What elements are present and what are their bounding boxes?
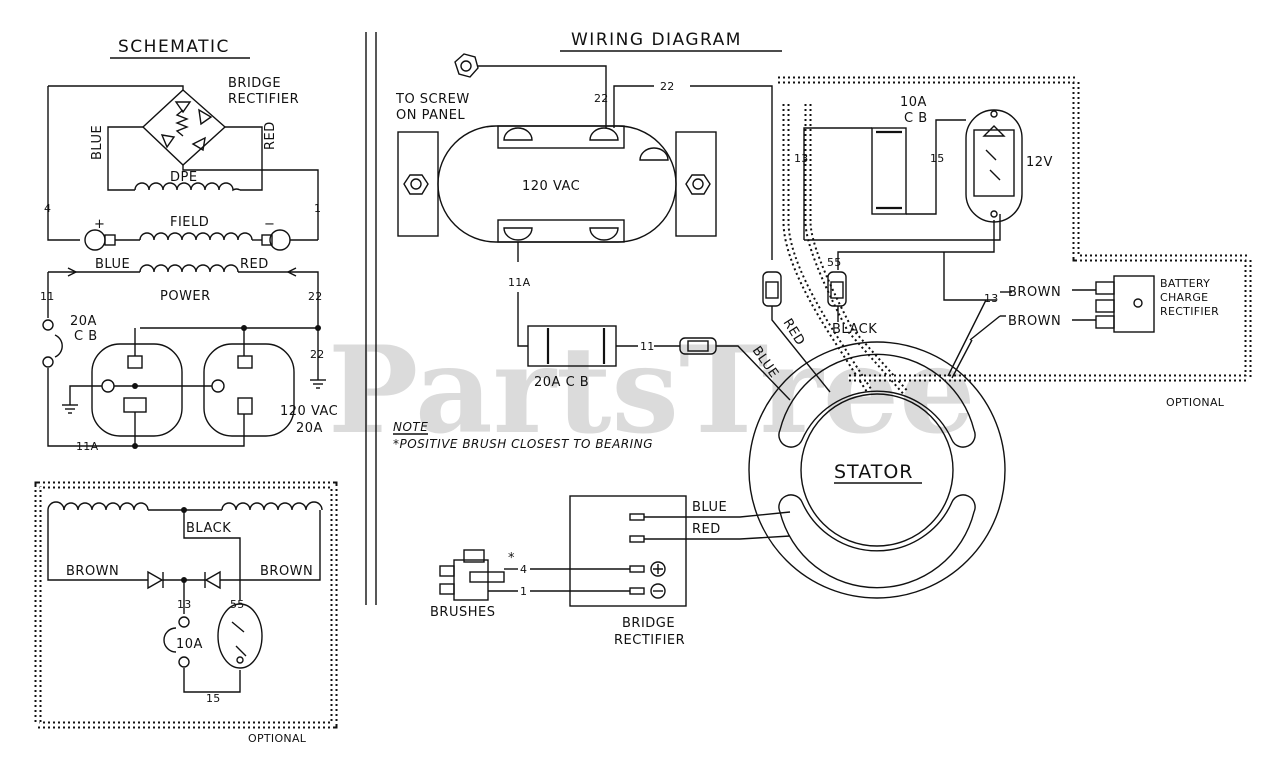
wire xyxy=(48,85,184,90)
brush-assembly xyxy=(439,549,505,601)
circuit-breaker-symbol xyxy=(54,334,63,358)
cb-label: C B xyxy=(904,111,928,126)
optional-border xyxy=(34,481,338,729)
wire-color-label: BLACK xyxy=(832,322,877,337)
wire-number: 22 xyxy=(660,80,675,93)
power-coil xyxy=(139,264,239,273)
battery-rectifier-label: BATTERY xyxy=(1160,277,1210,290)
ground-symbol xyxy=(62,404,78,414)
receptacle-12v xyxy=(965,109,1023,223)
minus-label: − xyxy=(264,217,275,232)
wire-color-label: BROWN xyxy=(260,564,313,579)
bridge-rectifier-label: BRIDGE xyxy=(228,76,281,91)
wire-number: 4 xyxy=(520,563,527,576)
wire-color-label: BLUE xyxy=(95,257,130,272)
vac-label: 120 VAC xyxy=(280,404,338,419)
brush-positive xyxy=(84,229,106,251)
wire-color-label: BLACK xyxy=(186,521,231,536)
circuit-breaker-10a xyxy=(871,127,907,215)
wire-number: 13 xyxy=(794,152,809,165)
power-label: POWER xyxy=(160,289,211,304)
wire-color-label: BROWN xyxy=(1008,285,1061,300)
wire-color-label: BLUE xyxy=(90,125,105,160)
to-screw-label: ON PANEL xyxy=(396,108,465,123)
cb-label: 10A xyxy=(176,637,203,652)
wire-number: 13 xyxy=(984,292,999,305)
diode-symbol xyxy=(147,570,164,590)
voltage-label: 12V xyxy=(1026,155,1053,170)
wire-color-label: RED xyxy=(692,522,721,537)
wire-number: 13 xyxy=(177,598,192,611)
stator xyxy=(748,341,1006,599)
brush-negative xyxy=(269,229,291,251)
wire-number: 15 xyxy=(930,152,945,165)
optional-coil-right xyxy=(221,501,323,511)
cb-label: C B xyxy=(74,329,98,344)
wire xyxy=(225,126,263,191)
dpe-label: DPE xyxy=(170,170,198,185)
wire-color-label: RED xyxy=(263,121,278,150)
circuit-breaker-symbol xyxy=(163,627,177,653)
wire-number: 11 xyxy=(640,340,655,353)
wire-number: 1 xyxy=(520,585,527,598)
wiring-title: WIRING DIAGRAM xyxy=(571,30,742,50)
inline-connector xyxy=(827,271,847,307)
wire-color-label: BROWN xyxy=(1008,314,1061,329)
receptacle-plate xyxy=(397,125,717,243)
wire-number: 11A xyxy=(508,276,531,289)
note-text: *POSITIVE BRUSH CLOSEST TO BEARING xyxy=(393,437,653,451)
wire-color-label: RED xyxy=(240,257,269,272)
wire-number: 11 xyxy=(40,290,55,303)
schematic-title: SCHEMATIC xyxy=(118,37,230,57)
vac-label: 20A xyxy=(296,421,323,436)
wire-number: 15 xyxy=(206,692,221,705)
wire-number: 55 xyxy=(827,256,842,269)
brushes-label: BRUSHES xyxy=(430,605,495,620)
diode-symbol xyxy=(204,570,221,590)
cb-label: 20A C B xyxy=(534,375,589,390)
wire xyxy=(182,165,319,240)
bridge-rectifier-label: RECTIFIER xyxy=(228,92,299,107)
wire-number: 4 xyxy=(44,202,51,215)
battery-rectifier-label: CHARGE xyxy=(1160,291,1208,304)
to-screw-label: TO SCREW xyxy=(395,92,470,107)
wire-number: 22 xyxy=(594,92,609,105)
cb-label: 10A xyxy=(900,95,927,110)
cb-label: 20A xyxy=(70,314,97,329)
wire-number: 22 xyxy=(310,348,325,361)
optional-label: OPTIONAL xyxy=(1166,396,1225,409)
battery-rectifier-label: RECTIFIER xyxy=(1160,305,1219,318)
optional-coil-left xyxy=(63,502,149,511)
ground-symbol xyxy=(310,372,326,389)
bridge-rectifier-symbol xyxy=(141,89,227,166)
panel-screw xyxy=(454,53,479,78)
plus-label: + xyxy=(94,217,105,232)
battery-charge-rectifier xyxy=(1095,275,1155,333)
bridge-rectifier-label: RECTIFIER xyxy=(614,633,685,648)
wire-color-label: BROWN xyxy=(66,564,119,579)
wire xyxy=(107,126,143,191)
wire-number: 11A xyxy=(76,440,99,453)
dpe-coil xyxy=(134,182,241,192)
receptacle-voltage-label: 120 VAC xyxy=(522,179,580,194)
wire xyxy=(47,86,80,241)
field-coil xyxy=(139,232,253,241)
field-label: FIELD xyxy=(170,215,209,230)
bridge-rectifier-label: BRIDGE xyxy=(622,616,675,631)
wire-number: 22 xyxy=(308,290,323,303)
receptacle-12v xyxy=(217,603,263,669)
note-title: NOTE xyxy=(393,420,428,434)
wire-number: 1 xyxy=(314,202,321,215)
inline-connector xyxy=(762,271,782,307)
wire-color-label: BLUE xyxy=(692,500,727,515)
receptacle-outlet xyxy=(203,328,295,437)
stator-label: STATOR xyxy=(834,461,913,483)
bridge-rectifier-box xyxy=(569,495,687,607)
receptacle-outlet xyxy=(91,328,183,437)
asterisk-marker: * xyxy=(508,551,515,566)
optional-label: OPTIONAL xyxy=(248,732,307,745)
